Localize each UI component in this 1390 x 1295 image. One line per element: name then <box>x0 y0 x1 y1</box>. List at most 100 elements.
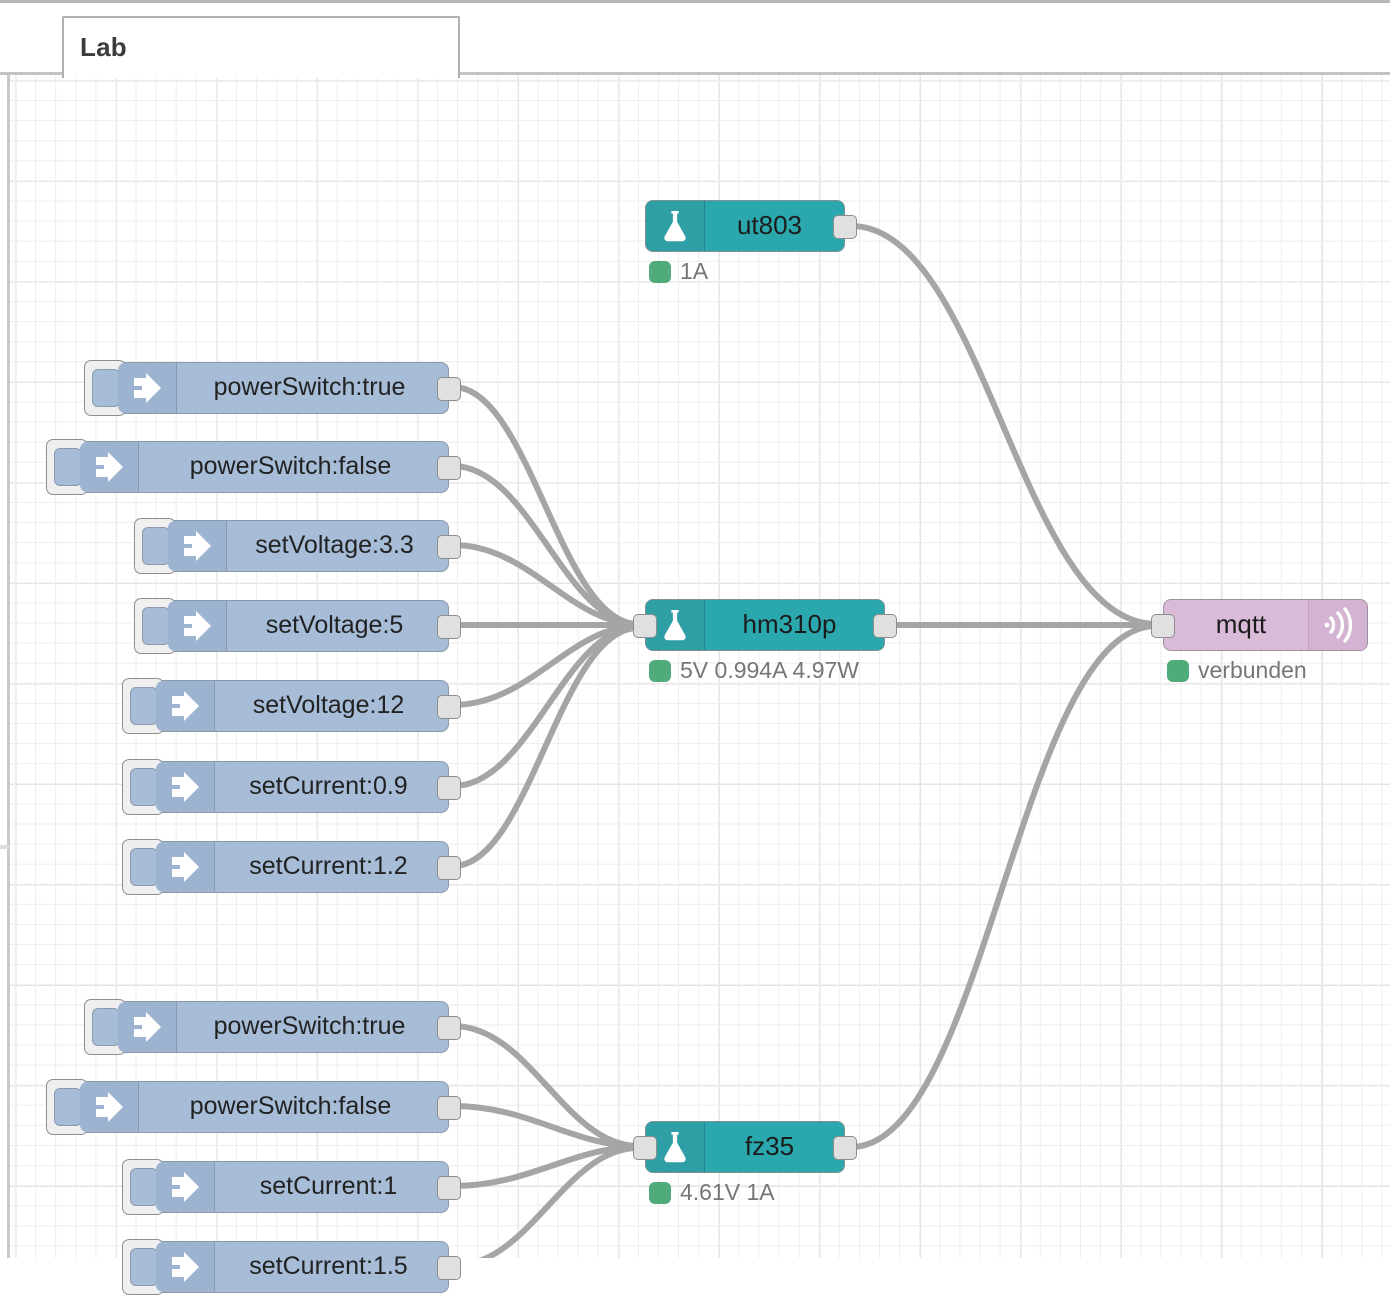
node-fz35-status-text: 4.61V 1A <box>680 1179 775 1205</box>
node-label: setVoltage:3.3 <box>255 530 414 559</box>
node-body[interactable]: powerSwitch:false <box>79 1081 461 1133</box>
node-ut803-status-text: 1A <box>680 258 709 284</box>
node-fz35[interactable]: fz35 4.61V 1A <box>633 1121 857 1205</box>
inject-button-inner <box>54 448 82 486</box>
node-fz35-output-port[interactable] <box>833 1136 857 1160</box>
flask-icon <box>646 201 705 251</box>
inject-arrow-icon <box>168 601 227 651</box>
broadcast-icon <box>1308 600 1367 650</box>
node-fz35-status: 4.61V 1A <box>649 1179 775 1206</box>
status-dot <box>649 260 671 283</box>
node-label: setCurrent:0.9 <box>249 771 408 800</box>
node-label: powerSwitch:false <box>189 451 392 480</box>
node-body[interactable]: setVoltage:5 <box>167 600 461 652</box>
node-inject-setcurrent-12[interactable]: setCurrent:1.2 <box>122 839 461 895</box>
node-fz35-input-port[interactable] <box>633 1136 657 1160</box>
node-body[interactable]: powerSwitch:true <box>117 362 461 414</box>
node-fz35-label: fz35 <box>744 1130 795 1161</box>
tab-lab[interactable]: Lab <box>62 16 460 78</box>
output-port[interactable] <box>437 615 461 639</box>
output-port[interactable] <box>437 1016 461 1040</box>
node-mqtt-body[interactable]: mqtt <box>1151 599 1368 651</box>
output-port[interactable] <box>437 856 461 880</box>
node-hm310p-body[interactable]: hm310p <box>633 599 897 651</box>
output-port[interactable] <box>437 695 461 719</box>
palette-edge-divider <box>0 75 10 1258</box>
node-ut803[interactable]: ut803 1A <box>645 200 857 284</box>
inject-button-inner <box>130 1168 158 1206</box>
node-mqtt-status: verbunden <box>1167 657 1307 684</box>
node-mqtt[interactable]: mqtt verbunden <box>1151 599 1368 683</box>
inject-arrow-icon <box>118 363 177 413</box>
tab-bar: Lab <box>0 0 1390 78</box>
output-port[interactable] <box>437 1256 461 1280</box>
inject-button-inner <box>130 848 158 886</box>
node-body[interactable]: setCurrent:1 <box>155 1161 461 1213</box>
node-body[interactable]: setCurrent:1.5 <box>155 1241 461 1293</box>
node-inject-setcurrent-15[interactable]: setCurrent:1.5 <box>122 1239 461 1295</box>
node-mqtt-status-text: verbunden <box>1198 657 1307 683</box>
node-body[interactable]: setVoltage:3.3 <box>167 520 461 572</box>
node-hm310p-status: 5V 0.994A 4.97W <box>649 657 859 684</box>
inject-button-inner <box>92 369 120 407</box>
inject-button-inner <box>130 768 158 806</box>
output-port[interactable] <box>437 377 461 401</box>
node-hm310p-status-text: 5V 0.994A 4.97W <box>680 657 860 683</box>
inject-arrow-icon <box>156 842 215 892</box>
node-label: setVoltage:5 <box>265 610 404 639</box>
inject-button-inner <box>130 687 158 725</box>
node-ut803-body[interactable]: ut803 <box>645 200 857 252</box>
inject-button-inner <box>92 1008 120 1046</box>
palette-resize-handle[interactable] <box>0 845 9 849</box>
node-hm310p-input-port[interactable] <box>633 614 657 638</box>
node-body[interactable]: powerSwitch:true <box>117 1001 461 1053</box>
status-dot <box>1167 659 1189 682</box>
node-hm310p[interactable]: hm310p 5V 0.994A 4.97W <box>633 599 897 683</box>
node-body[interactable]: setCurrent:1.2 <box>155 841 461 893</box>
inject-arrow-icon <box>156 1242 215 1292</box>
inject-arrow-icon <box>80 1082 139 1132</box>
node-label: powerSwitch:false <box>189 1091 392 1120</box>
node-mqtt-label: mqtt <box>1215 608 1267 639</box>
output-port[interactable] <box>437 1176 461 1200</box>
node-inject-powerswitch-true-2[interactable]: powerSwitch:true <box>84 999 461 1055</box>
inject-arrow-icon <box>80 442 139 492</box>
node-mqtt-input-port[interactable] <box>1151 614 1175 638</box>
node-inject-setcurrent-1[interactable]: setCurrent:1 <box>122 1159 461 1215</box>
output-port[interactable] <box>437 776 461 800</box>
node-inject-setvoltage-33[interactable]: setVoltage:3.3 <box>134 518 461 574</box>
inject-button-inner <box>142 607 170 645</box>
node-inject-setvoltage-12[interactable]: setVoltage:12 <box>122 678 461 734</box>
output-port[interactable] <box>437 1096 461 1120</box>
node-ut803-status: 1A <box>649 258 708 285</box>
node-ut803-output-port[interactable] <box>833 215 857 239</box>
node-label: setCurrent:1.5 <box>249 1251 408 1280</box>
inject-button-inner <box>130 1248 158 1286</box>
node-label: setVoltage:12 <box>252 690 405 719</box>
status-dot <box>649 659 671 682</box>
node-inject-setcurrent-09[interactable]: setCurrent:0.9 <box>122 759 461 815</box>
output-port[interactable] <box>437 535 461 559</box>
node-label: powerSwitch:true <box>213 372 406 401</box>
inject-arrow-icon <box>156 681 215 731</box>
node-label: powerSwitch:true <box>213 1011 406 1040</box>
node-body[interactable]: setCurrent:0.9 <box>155 761 461 813</box>
node-inject-powerswitch-false-2[interactable]: powerSwitch:false <box>46 1079 461 1135</box>
inject-arrow-icon <box>118 1002 177 1052</box>
node-label: setCurrent:1 <box>259 1171 398 1200</box>
inject-button-inner <box>142 527 170 565</box>
inject-arrow-icon <box>156 1162 215 1212</box>
node-body[interactable]: setVoltage:12 <box>155 680 461 732</box>
node-inject-setvoltage-5[interactable]: setVoltage:5 <box>134 598 461 654</box>
node-hm310p-output-port[interactable] <box>873 614 897 638</box>
node-inject-powerswitch-false-1[interactable]: powerSwitch:false <box>46 439 461 495</box>
node-inject-powerswitch-true-1[interactable]: powerSwitch:true <box>84 360 461 416</box>
output-port[interactable] <box>437 456 461 480</box>
inject-arrow-icon <box>156 762 215 812</box>
node-ut803-label: ut803 <box>736 209 803 240</box>
inject-button-inner <box>54 1088 82 1126</box>
node-body[interactable]: powerSwitch:false <box>79 441 461 493</box>
node-fz35-body[interactable]: fz35 <box>633 1121 857 1173</box>
node-hm310p-label: hm310p <box>742 608 837 639</box>
